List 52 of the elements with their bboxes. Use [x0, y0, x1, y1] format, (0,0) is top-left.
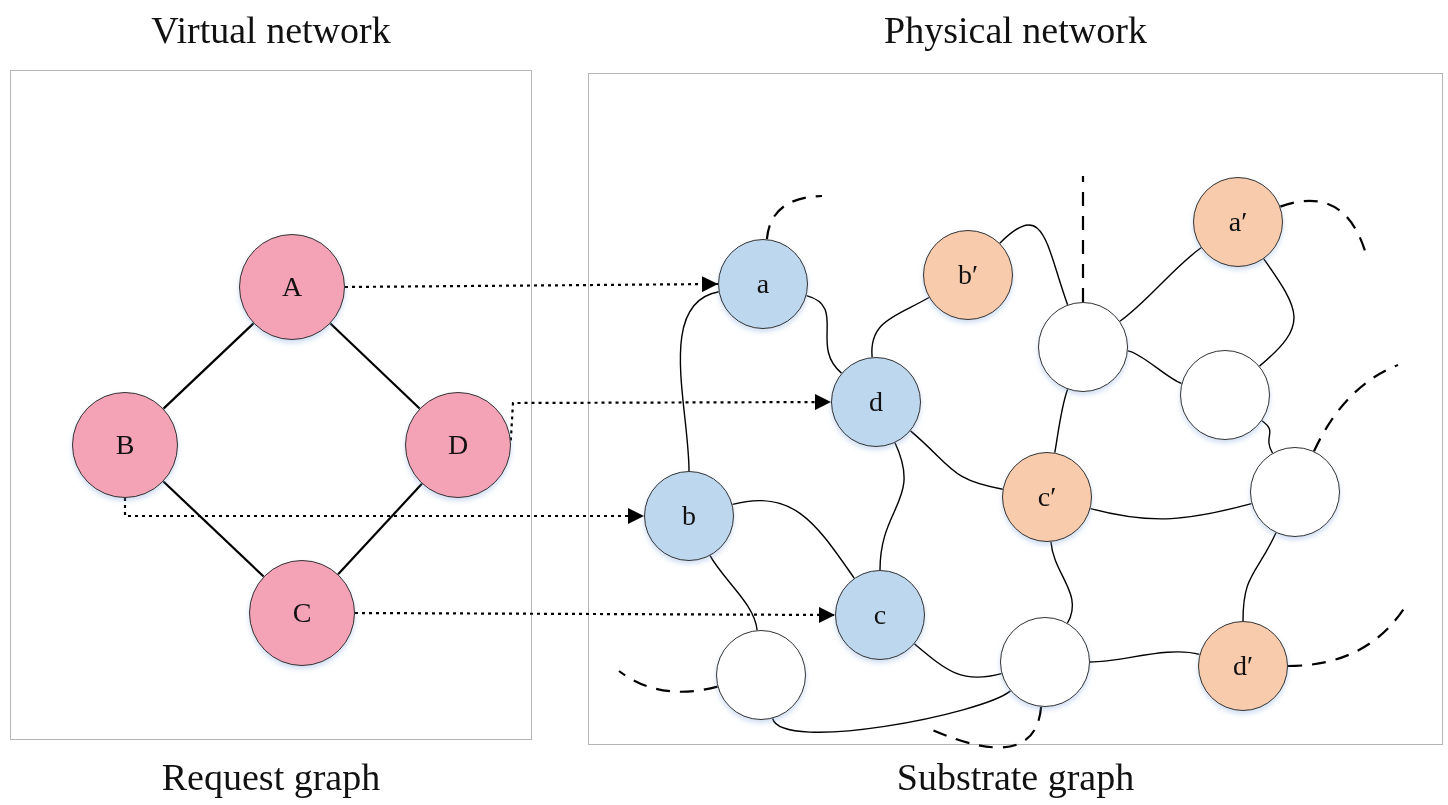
link-line [337, 483, 423, 575]
empty-node-circle [1038, 302, 1128, 392]
empty-node-circle [1000, 617, 1090, 707]
mapping-arrow [345, 276, 718, 293]
dangling-link [1081, 176, 1085, 302]
node-circle: a′ [1193, 177, 1283, 267]
node-circle: B [72, 392, 178, 498]
node-circle: d [831, 357, 921, 447]
link-line [162, 480, 265, 578]
link-line [879, 442, 905, 571]
node-circle: C [249, 560, 355, 666]
link-line [1089, 502, 1253, 520]
dangling-link [1313, 364, 1399, 452]
mapping-arrow [123, 498, 644, 524]
link-line [909, 430, 1004, 490]
empty-node-circle [1250, 447, 1340, 537]
link-line [679, 291, 720, 472]
node-circle: b′ [923, 230, 1013, 320]
node-circle: a [718, 239, 808, 329]
link-line [1127, 350, 1183, 385]
node-circle: c [835, 570, 925, 660]
link-line [771, 690, 1012, 733]
link-line [871, 296, 930, 358]
node-circle: d′ [1198, 621, 1288, 711]
link-line [1119, 247, 1202, 322]
node-circle: b [644, 471, 734, 561]
panel-title: Physical network [883, 8, 1148, 52]
link-line [1242, 532, 1277, 622]
link-line [999, 224, 1069, 306]
link-line [1089, 651, 1201, 663]
link-line [1261, 420, 1274, 454]
link-line [1050, 541, 1073, 624]
link-line [1054, 388, 1069, 454]
link-line [709, 555, 758, 631]
link-line [913, 643, 1003, 678]
link-line [1258, 258, 1295, 367]
mapping-arrow [509, 394, 831, 441]
empty-node-circle [716, 630, 806, 720]
dangling-link [765, 194, 823, 240]
node-circle: A [239, 234, 345, 340]
link-line [162, 322, 255, 410]
node-circle: c′ [1002, 452, 1092, 542]
link-line [731, 499, 855, 579]
panel-caption: Request graph [160, 755, 382, 799]
mapping-arrow [355, 606, 835, 623]
panel-title: Virtual network [150, 8, 392, 52]
dangling-link [618, 670, 718, 693]
link-line [805, 294, 843, 374]
node-circle: D [405, 392, 511, 498]
empty-node-circle [1180, 350, 1270, 440]
panel-caption: Substrate graph [895, 755, 1136, 799]
link-line [329, 322, 421, 410]
